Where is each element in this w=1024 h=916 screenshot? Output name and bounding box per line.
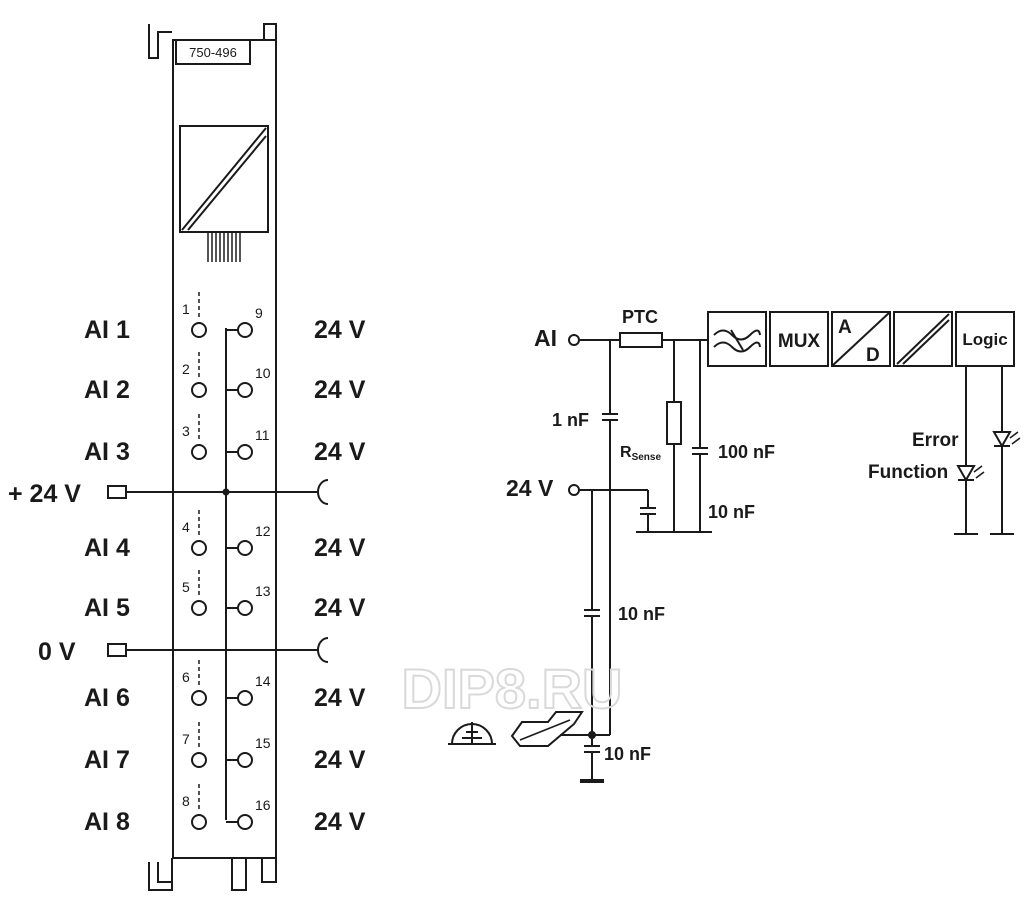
- supply-label: 24 V: [314, 684, 366, 712]
- supply-terminal: [568, 484, 580, 496]
- supply-label: 24 V: [314, 594, 366, 622]
- supply-label: 24 V: [314, 438, 366, 466]
- supply-terminal-number: 12: [255, 523, 271, 539]
- input-terminal: [191, 382, 207, 398]
- terminal-module: 750-496 + 24 V: [8, 23, 366, 891]
- schematic-24v-label: 24 V: [506, 475, 554, 501]
- supply-terminal: [237, 814, 253, 830]
- input-terminal: [191, 600, 207, 616]
- channel-label: AI 8: [84, 808, 130, 836]
- isolation-block: [893, 311, 953, 367]
- input-terminal-number: 1: [182, 301, 190, 317]
- input-terminal-number: 2: [182, 361, 190, 377]
- supply-terminal-number: 13: [255, 583, 271, 599]
- mux-block: [769, 311, 829, 367]
- supply-terminal-number: 15: [255, 735, 271, 751]
- zero-v-jumper: [317, 637, 329, 663]
- supply-terminal: [237, 444, 253, 460]
- ad-converter-block: [831, 311, 891, 367]
- error-label: Error: [912, 430, 959, 451]
- cap-10nf-b-label: 10 nF: [618, 604, 665, 624]
- supply-terminal: [237, 690, 253, 706]
- input-schematic: AI PTC 1 nF RSense 100 nF 24 V: [448, 307, 1021, 783]
- supply-terminal-number: 16: [255, 797, 271, 813]
- input-terminal-number: 5: [182, 579, 190, 595]
- supply-label: 24 V: [314, 746, 366, 774]
- input-terminal-number: 4: [182, 519, 190, 535]
- signal-converter-icon: [179, 125, 269, 262]
- supply-label: 24 V: [314, 376, 366, 404]
- cap-1nf-label: 1 nF: [552, 410, 589, 430]
- cap-100nf-label: 100 nF: [718, 442, 775, 462]
- channel-rows: AI 1 1 9 24 V AI 2 2 10 24 V AI 3 3 11 24 V AI 4 4 12 2…: [84, 292, 366, 836]
- supply-terminal: [237, 752, 253, 768]
- channel-label: AI 4: [84, 534, 130, 562]
- cap-10nf-c-label: 10 nF: [604, 744, 651, 764]
- zero-v-connector: [107, 643, 127, 657]
- supply-label: 24 V: [314, 808, 366, 836]
- supply-terminal: [237, 600, 253, 616]
- function-led-icon: [956, 465, 985, 483]
- function-label: Function: [868, 462, 948, 483]
- filter-block: [707, 311, 767, 367]
- supply-terminal-number: 10: [255, 365, 271, 381]
- channel-label: AI 1: [84, 316, 130, 344]
- din-rail-icon: [510, 711, 584, 747]
- ad-a-label: A: [838, 317, 852, 338]
- input-terminal: [191, 690, 207, 706]
- supply-terminal: [237, 322, 253, 338]
- input-terminal-number: 6: [182, 669, 190, 685]
- watermark: DIP8.RU: [402, 657, 623, 720]
- part-number: 750-496: [189, 45, 237, 60]
- input-terminal: [191, 540, 207, 556]
- input-terminal: [191, 444, 207, 460]
- supply-label: 24 V: [314, 534, 366, 562]
- mux-label: MUX: [778, 331, 821, 352]
- input-terminal: [191, 322, 207, 338]
- plus-24v-jumper: [317, 479, 329, 505]
- ptc-label: PTC: [622, 307, 658, 327]
- earth-ground-icon: [448, 722, 496, 745]
- logic-label: Logic: [962, 330, 1007, 349]
- supply-terminal-number: 14: [255, 673, 271, 689]
- input-terminal-number: 7: [182, 731, 190, 747]
- input-terminal: [191, 752, 207, 768]
- plus-24v-connector: [107, 485, 127, 499]
- zero-v-label: 0 V: [38, 638, 76, 666]
- channel-label: AI 2: [84, 376, 130, 404]
- schematic-ai-label: AI: [534, 325, 557, 351]
- ai-terminal: [568, 334, 580, 346]
- channel-label: AI 7: [84, 746, 130, 774]
- channel-label: AI 3: [84, 438, 130, 466]
- supply-label: 24 V: [314, 316, 366, 344]
- ad-d-label: D: [866, 345, 880, 366]
- part-number-plate: [175, 39, 251, 65]
- supply-terminal-number: 9: [255, 305, 263, 321]
- input-terminal: [191, 814, 207, 830]
- input-terminal-number: 3: [182, 423, 190, 439]
- channel-label: AI 6: [84, 684, 130, 712]
- rsense-resistor: [666, 401, 682, 445]
- ptc-resistor: [619, 332, 663, 348]
- supply-terminal: [237, 382, 253, 398]
- rsense-label: RSense: [620, 444, 661, 463]
- channel-label: AI 5: [84, 594, 130, 622]
- cap-10nf-a-label: 10 nF: [708, 502, 755, 522]
- plus-24v-label: + 24 V: [8, 480, 81, 508]
- bus-junction: [222, 488, 230, 496]
- supply-terminal: [237, 540, 253, 556]
- logic-block: [955, 311, 1015, 367]
- supply-terminal-number: 11: [255, 427, 270, 443]
- error-led-icon: [992, 431, 1021, 449]
- input-terminal-number: 8: [182, 793, 190, 809]
